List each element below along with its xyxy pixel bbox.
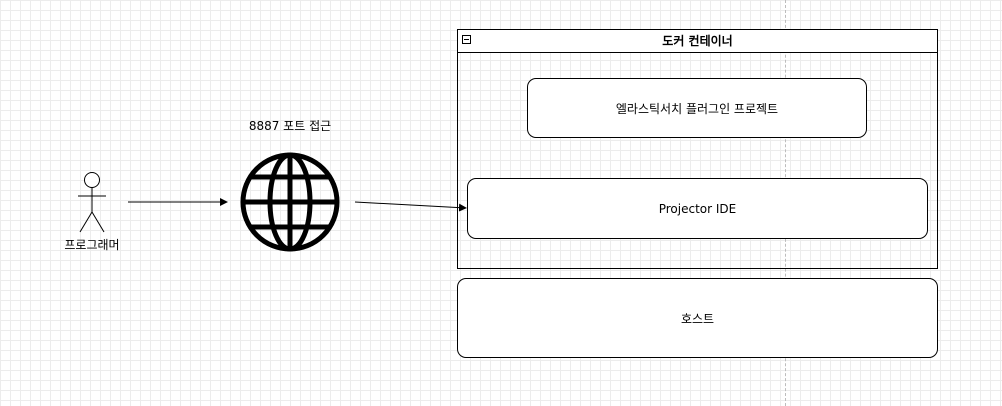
plugin-project-label: 엘라스틱서치 플러그인 프로젝트 — [615, 101, 779, 116]
container-title: 도커 컨테이너 — [662, 34, 733, 48]
host-box[interactable]: 호스트 — [457, 278, 938, 358]
projector-ide-label: Projector IDE — [658, 201, 737, 216]
port-access-label: 8887 포트 접근 — [248, 119, 332, 133]
host-label: 호스트 — [680, 311, 715, 326]
globe-icon[interactable] — [240, 152, 340, 252]
projector-ide-box[interactable]: Projector IDE — [467, 178, 928, 239]
arrow-globe-to-ide[interactable] — [354, 201, 467, 212]
container-header: 도커 컨테이너 — [458, 30, 937, 53]
actor-label: 프로그래머 — [64, 238, 120, 252]
minus-square-icon[interactable] — [462, 35, 471, 44]
docker-container[interactable]: 도커 컨테이너 — [457, 29, 938, 269]
stick-figure-icon[interactable] — [78, 172, 106, 233]
plugin-project-box[interactable]: 엘라스틱서치 플러그인 프로젝트 — [527, 78, 867, 138]
